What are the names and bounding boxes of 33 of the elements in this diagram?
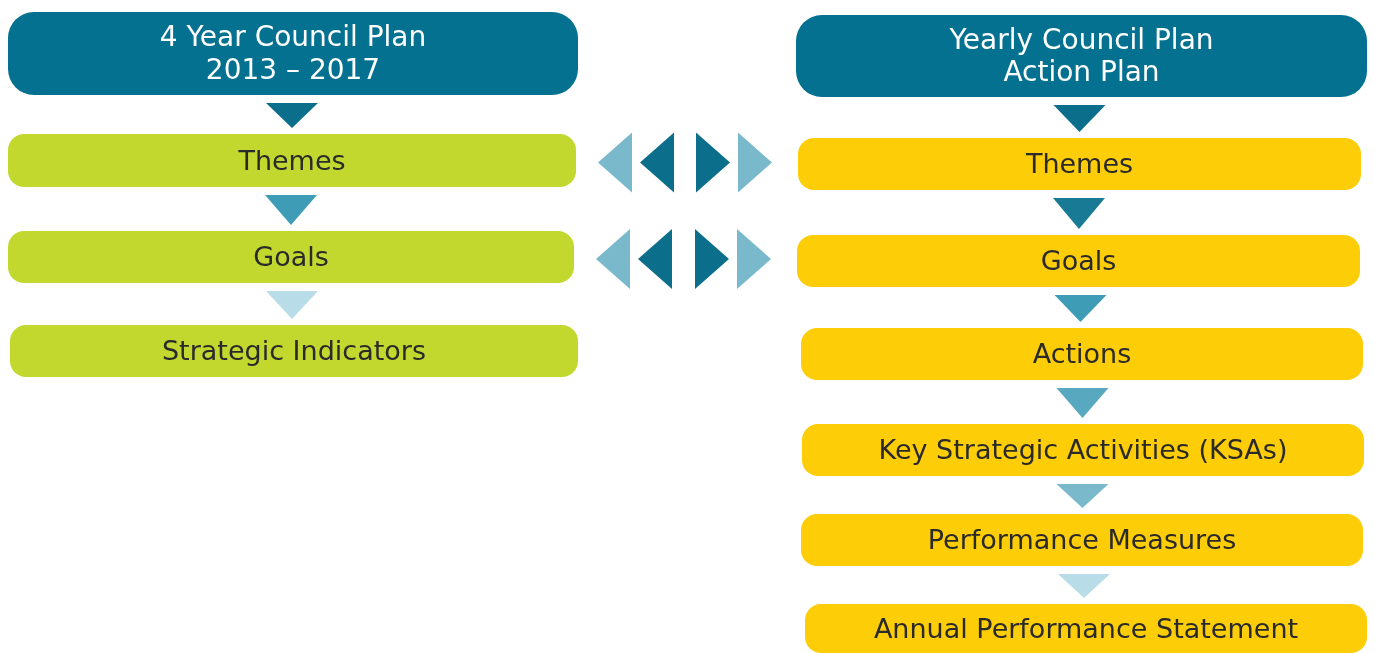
down-arrow	[265, 195, 317, 225]
step-box	[797, 235, 1360, 287]
box-label: 4 Year Council Plan 2013 – 2017	[158, 21, 428, 86]
step-box	[10, 325, 578, 377]
down-arrow	[266, 291, 318, 319]
box-label: Performance Measures	[927, 524, 1237, 556]
step-box	[8, 231, 574, 283]
box-label: Themes	[238, 144, 346, 176]
step-box	[802, 424, 1364, 476]
header-box	[8, 12, 578, 95]
down-arrow	[1053, 105, 1106, 132]
down-arrow	[1054, 295, 1107, 322]
box-label: Themes	[1025, 148, 1134, 180]
header-box	[796, 15, 1367, 97]
down-arrow	[1058, 574, 1110, 598]
box-label: Key Strategic Activities (KSAs)	[878, 434, 1288, 466]
double-arrow	[596, 229, 771, 289]
down-arrow	[1056, 388, 1109, 418]
box-label: Actions	[1032, 338, 1132, 370]
down-arrow	[1053, 198, 1105, 229]
box-label: Goals	[1040, 245, 1117, 277]
box-label: Strategic Indicators	[162, 335, 426, 367]
step-box	[8, 134, 576, 187]
down-arrow	[1056, 484, 1109, 508]
box-label: Yearly Council Plan Action Plan	[948, 23, 1215, 89]
down-arrow	[266, 103, 318, 128]
step-box	[798, 138, 1361, 190]
double-arrow	[598, 132, 772, 193]
box-label: Goals	[253, 241, 329, 273]
step-box	[805, 604, 1367, 653]
step-box	[801, 328, 1363, 380]
box-label: Annual Performance Statement	[873, 612, 1299, 644]
step-box	[801, 514, 1363, 566]
